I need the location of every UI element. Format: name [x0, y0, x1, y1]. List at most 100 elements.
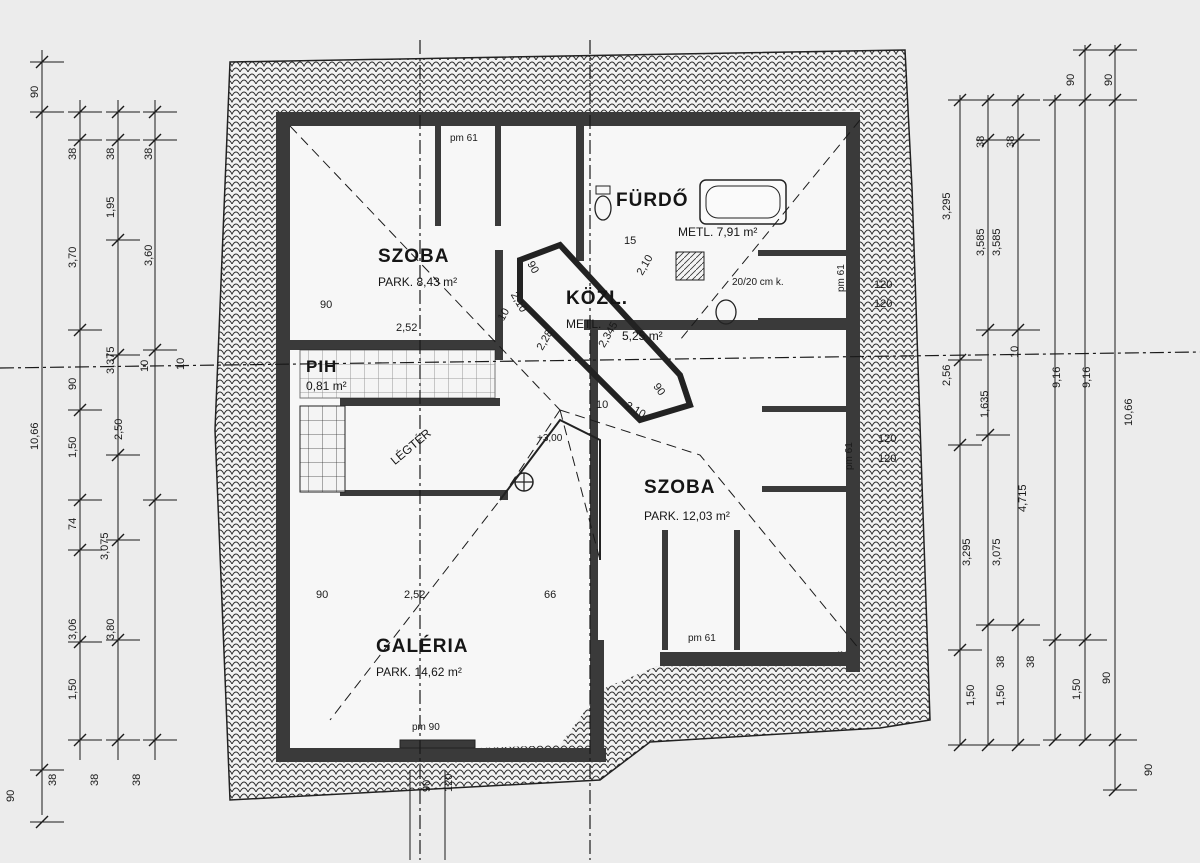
room-pih: PIH — [306, 357, 337, 376]
room-pih-area: 0,81 m² — [306, 379, 347, 393]
dim-10-c: 10 — [175, 358, 187, 370]
chimney — [675, 251, 705, 281]
svg-text:90: 90 — [29, 86, 41, 98]
svg-text:74: 74 — [67, 518, 79, 530]
level-mark: +3,00 — [537, 433, 563, 444]
svg-text:1,50: 1,50 — [965, 685, 977, 706]
svg-text:3,585: 3,585 — [975, 228, 987, 256]
svg-text:3,80: 3,80 — [105, 619, 117, 640]
left-dimension-texts: 90 10,66 90 38 3,70 90 1,50 74 3,06 1,50… — [5, 86, 155, 802]
dim-120-e: 120 — [443, 774, 455, 792]
svg-text:38: 38 — [89, 774, 101, 786]
svg-text:4,715: 4,715 — [1017, 484, 1029, 512]
outer-walls — [276, 112, 860, 762]
svg-text:90: 90 — [67, 378, 79, 390]
room-galeria: GALÉRIA — [376, 635, 469, 657]
svg-text:1,50: 1,50 — [1071, 679, 1083, 700]
svg-text:38: 38 — [105, 148, 117, 160]
axis-lines — [0, 40, 1200, 860]
dim-120-c: 120 — [878, 433, 896, 445]
svg-text:9,16: 9,16 — [1051, 367, 1063, 388]
svg-text:1,50: 1,50 — [995, 685, 1007, 706]
svg-text:1,635: 1,635 — [979, 390, 991, 418]
svg-text:38: 38 — [67, 148, 79, 160]
chimney-label: 20/20 cm k. — [732, 277, 784, 288]
dim-90-c: 90 — [524, 259, 541, 276]
svg-text:3,585: 3,585 — [991, 228, 1003, 256]
room-szoba-1-area: PARK. 8,43 m² — [378, 275, 457, 289]
svg-text:90: 90 — [1065, 74, 1077, 86]
window-pm61-bottom: pm 61 — [688, 633, 716, 644]
toilet — [594, 195, 612, 221]
dim-120-b: 120 — [874, 298, 892, 310]
right-dimension-texts: 3,295 2,56 3,295 1,50 38 3,585 1,635 3,0… — [941, 74, 1155, 776]
dim-252-top: 2,52 — [396, 322, 417, 334]
dim-90-a: 90 — [320, 299, 332, 311]
corridor-walls — [499, 241, 694, 560]
svg-text:38: 38 — [143, 148, 155, 160]
dim-120-a: 120 — [874, 279, 892, 291]
svg-text:38: 38 — [1005, 136, 1017, 148]
svg-text:90: 90 — [5, 790, 17, 802]
room-szoba-2: SZOBA — [644, 477, 716, 498]
svg-text:3,075: 3,075 — [99, 532, 111, 560]
svg-text:38: 38 — [1025, 656, 1037, 668]
dim-90-b: 90 — [316, 589, 328, 601]
svg-text:10: 10 — [1009, 346, 1021, 358]
ridge-lines — [289, 119, 861, 721]
dim-66: 66 — [544, 589, 556, 601]
room-furdo-area: METL. 7,91 m² — [678, 225, 757, 239]
room-kozl: KÖZL. — [566, 288, 628, 309]
svg-text:38: 38 — [975, 136, 987, 148]
svg-text:38: 38 — [995, 656, 1007, 668]
window-pm90: pm 90 — [412, 722, 440, 733]
svg-text:3,075: 3,075 — [991, 538, 1003, 566]
window-pm61-right-lower: pm 61 — [844, 442, 855, 470]
svg-text:3,70: 3,70 — [67, 247, 79, 268]
bathtub — [699, 179, 787, 225]
svg-text:90: 90 — [1101, 672, 1113, 684]
room-szoba-2-area: PARK. 12,03 m² — [644, 509, 730, 523]
svg-text:3,06: 3,06 — [67, 619, 79, 640]
window-pm61-top: pm 61 — [450, 133, 478, 144]
room-kozl-sub: METL. — [566, 317, 601, 331]
annotations: pm 61 pm 61 pm 61 pm 61 pm 90 20/20 cm k… — [175, 133, 896, 792]
right-dimension-lines — [959, 45, 1116, 790]
room-kozl-area: 5,25 m² — [622, 329, 663, 343]
svg-text:3,375: 3,375 — [105, 346, 117, 374]
svg-text:1,95: 1,95 — [105, 197, 117, 218]
svg-text:90: 90 — [1103, 74, 1115, 86]
svg-text:1,50: 1,50 — [67, 679, 79, 700]
room-galeria-area: PARK. 14,62 m² — [376, 665, 462, 679]
sink — [715, 299, 737, 325]
dim-90-d: 90 — [650, 381, 667, 398]
dim-90-e: 90 — [421, 780, 433, 792]
stair-landing — [299, 349, 496, 399]
dim-10-b: 10 — [496, 306, 513, 323]
dim-10-a: 10 — [596, 399, 608, 411]
room-furdo: FÜRDŐ — [616, 189, 689, 211]
svg-text:90: 90 — [1143, 764, 1155, 776]
svg-text:3,295: 3,295 — [961, 538, 973, 566]
svg-text:10: 10 — [139, 360, 151, 372]
svg-text:10,66: 10,66 — [29, 422, 41, 450]
svg-text:3,60: 3,60 — [143, 245, 155, 266]
svg-text:2,50: 2,50 — [113, 419, 125, 440]
dimension-ticks — [30, 43, 1137, 829]
dim-15: 15 — [624, 235, 636, 247]
dim-120-d: 120 — [878, 453, 896, 465]
svg-text:2,56: 2,56 — [941, 365, 953, 386]
svg-text:3,295: 3,295 — [941, 192, 953, 220]
svg-text:10,66: 10,66 — [1123, 398, 1135, 426]
svg-text:1,50: 1,50 — [67, 437, 79, 458]
svg-text:38: 38 — [131, 774, 143, 786]
interior-floor — [290, 110, 860, 755]
left-dimension-lines — [41, 50, 156, 815]
room-szoba-1: SZOBA — [378, 246, 450, 267]
svg-text:38: 38 — [47, 774, 59, 786]
stairs — [299, 405, 346, 493]
window-pm61-right-upper: pm 61 — [836, 264, 847, 292]
dim-252-bottom: 2,52 — [404, 589, 425, 601]
svg-text:9,16: 9,16 — [1081, 367, 1093, 388]
